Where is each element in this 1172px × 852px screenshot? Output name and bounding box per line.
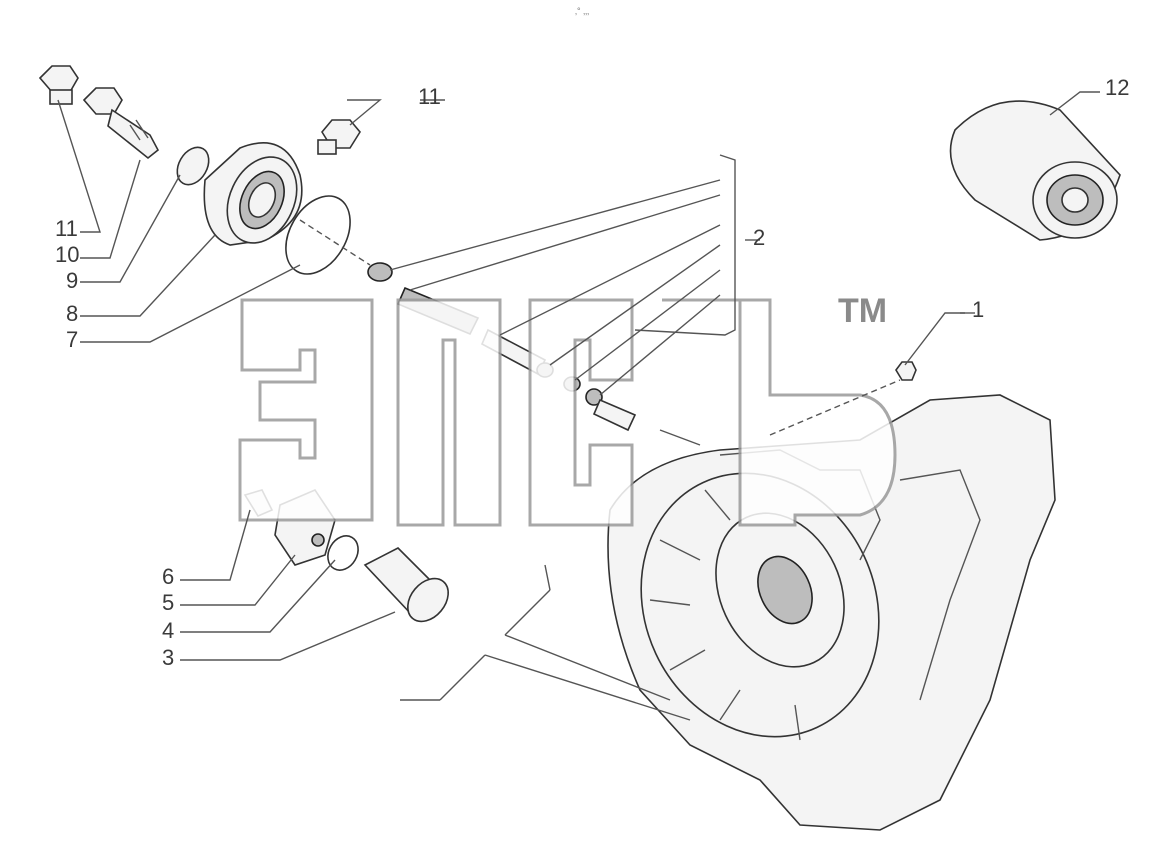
callout-7: 7 [66, 327, 78, 352]
callout-6: 6 [162, 564, 174, 589]
callout-11-top: 11 [418, 84, 441, 109]
oil-filter-part-12 [949, 100, 1121, 241]
filter-housing-part-8 [203, 142, 303, 246]
plug-part-11-left [38, 65, 79, 105]
header-mark: ‚° ‚‚‚ [575, 6, 589, 16]
callout-12: 12 [1105, 75, 1129, 100]
fitting-part-10 [82, 87, 160, 160]
callout-3: 3 [162, 645, 174, 670]
o-ring-part-4 [327, 535, 359, 571]
leader-lines [57, 91, 1100, 721]
callout-8: 8 [66, 301, 78, 326]
plug-part-1 [895, 361, 917, 381]
o-ring-part-7 [285, 195, 351, 275]
o-ring-part-9 [176, 146, 210, 186]
sleeve-part-3 [363, 547, 449, 623]
watermark-logo [238, 298, 897, 527]
callout-2: 2 [753, 225, 765, 250]
transmission-housing [607, 394, 1056, 831]
callout-4: 4 [162, 618, 174, 643]
callout-1: 1 [972, 297, 984, 322]
plug-part-11-top [317, 119, 361, 155]
callout-5: 5 [162, 590, 174, 615]
callout-9: 9 [66, 268, 78, 293]
trademark-label: TM [838, 292, 887, 330]
callout-10: 10 [55, 242, 79, 267]
callout-11-left: 11 [55, 216, 78, 241]
